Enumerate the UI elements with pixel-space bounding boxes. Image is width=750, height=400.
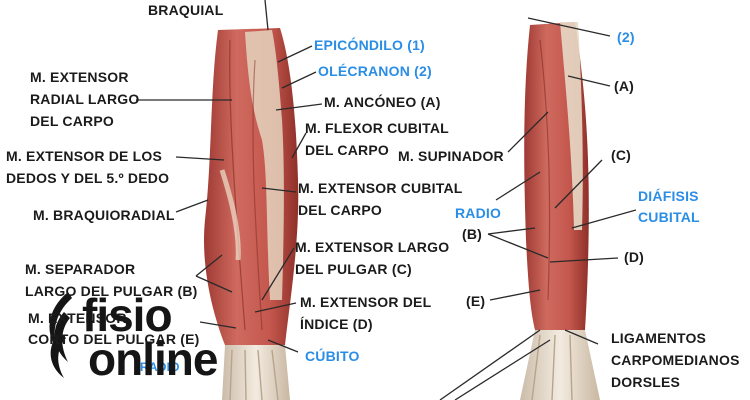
label-flexor-cubital-1: M. FLEXOR CUBITAL [305,120,449,136]
label-olecranon: OLÉCRANON (2) [318,63,432,79]
label-extensor-corto-1: M. EXTENSOR [28,310,127,326]
label-ligamentos-2: CARPOMEDIANOS [611,352,740,368]
label-epicondilo: EPICÓNDILO (1) [314,37,425,53]
label-right-e: (E) [466,293,486,309]
label-braquial: BRAQUIAL [148,2,224,18]
label-right-2: (2) [617,29,635,45]
label-flexor-cubital-2: DEL CARPO [305,142,389,158]
label-right-b: (B) [462,226,483,242]
label-extensor-dedos-2: DEDOS Y DEL 5.º DEDO [6,170,170,186]
logo-word-fisio: fisio [82,289,173,341]
label-diafisis-2: CUBITAL [638,209,700,225]
label-extensor-cubital-1: M. EXTENSOR CUBITAL [298,180,463,196]
label-right-d: (D) [624,249,645,265]
label-extensor-radial-2: RADIAL LARGO [30,91,140,107]
label-ligamentos-1: LIGAMENTOS [611,330,707,346]
label-right-radio: RADIO [455,205,502,221]
label-anconeo: M. ANCÓNEO (A) [324,94,441,110]
label-extensor-corto-2: CORTO DEL PULGAR (E) [28,331,200,347]
label-radio-left: RADIO [140,360,180,374]
label-right-c: (C) [611,147,632,163]
label-supinador: M. SUPINADOR [398,148,504,164]
label-braquiorradial: M. BRAQUIORADIAL [33,207,175,223]
label-extensor-indice-1: M. EXTENSOR DEL [300,294,432,310]
right-forearm [520,22,600,400]
label-extensor-cubital-2: DEL CARPO [298,202,382,218]
label-cubito: CÚBITO [305,348,360,364]
logo-word-online: online [88,333,218,385]
left-forearm [204,28,299,400]
label-diafisis-1: DIÁFISIS [638,188,699,204]
label-extensor-radial-3: DEL CARPO [30,113,114,129]
label-separador-1: M. SEPARADOR [25,261,136,277]
fisioonline-logo-icon [49,292,72,378]
label-separador-2: LARGO DEL PULGAR (B) [25,283,198,299]
label-extensor-largo-pulgar-1: M. EXTENSOR LARGO [295,239,450,255]
label-ligamentos-3: DORSLES [611,374,681,390]
label-right-a: (A) [614,78,635,94]
label-extensor-largo-pulgar-2: DEL PULGAR (C) [295,261,412,277]
label-extensor-radial-1: M. EXTENSOR [30,69,129,85]
leader-lines [136,0,637,400]
label-extensor-indice-2: ÍNDICE (D) [300,316,373,332]
label-extensor-dedos-1: M. EXTENSOR DE LOS [6,148,163,164]
